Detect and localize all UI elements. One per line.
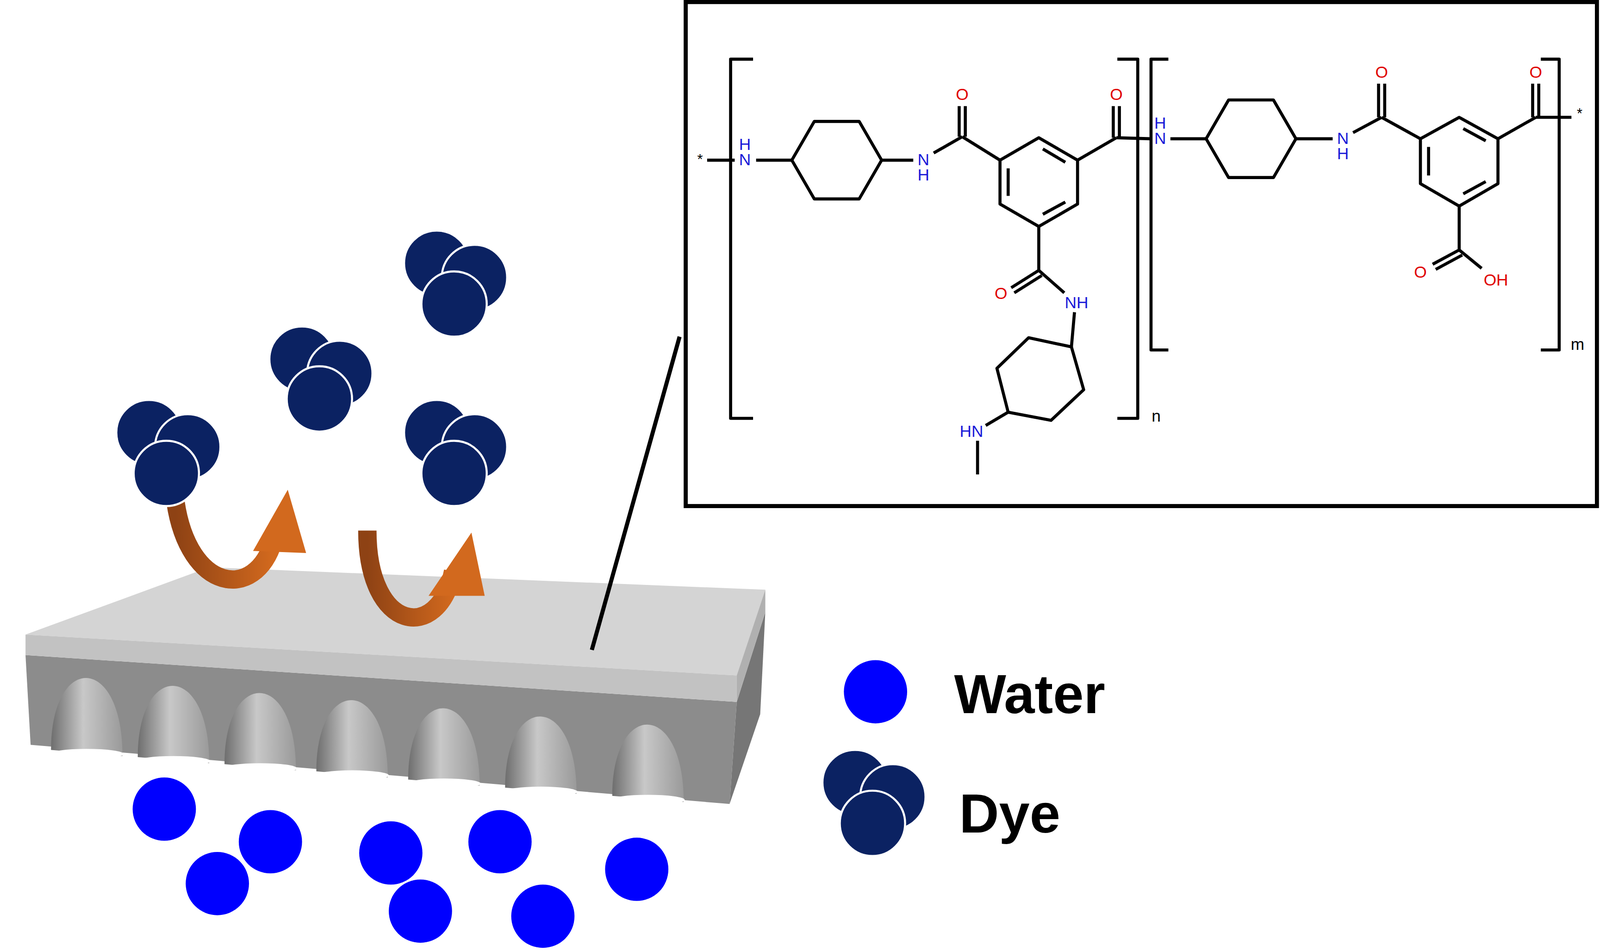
atom-label: H: [1154, 115, 1166, 132]
swatch-circle: [843, 659, 908, 724]
atom-label: N: [917, 152, 930, 169]
chain-end-mark: *: [1576, 105, 1583, 121]
atom-label: H: [739, 136, 751, 153]
chemical-structure: [707, 59, 1572, 475]
leader-line: [591, 336, 680, 651]
legend-text: Water: [953, 666, 1105, 722]
repeat-subscript: m: [1570, 336, 1585, 354]
atom-label: N: [1337, 130, 1349, 147]
atom-label: O: [1109, 86, 1123, 103]
legend-swatch: [816, 741, 929, 855]
atom-label: H: [917, 167, 930, 184]
repeat-subscript: n: [1151, 408, 1161, 425]
atom-label: OH: [1483, 272, 1509, 289]
atom-label: N: [739, 152, 751, 169]
atom-label: O: [1413, 264, 1427, 281]
atom-label: H: [1337, 145, 1349, 162]
dye-molecules: [116, 230, 507, 506]
legend-text: Dye: [958, 785, 1060, 841]
atom-label: O: [994, 285, 1008, 302]
atom-label: O: [1529, 64, 1542, 81]
chain-end-mark: *: [697, 152, 703, 167]
atom-label: NH: [1064, 294, 1089, 312]
legend-swatch: [819, 635, 932, 749]
atom-label: O: [1375, 64, 1388, 81]
swatch-circle: [839, 790, 905, 857]
atom-label: N: [1154, 130, 1166, 147]
rejection-arrows: [175, 489, 485, 618]
water-molecules: [132, 777, 669, 948]
atom-label: O: [955, 86, 969, 103]
atom-label: HN: [959, 423, 984, 440]
inset-frame: [685, 1, 1598, 506]
